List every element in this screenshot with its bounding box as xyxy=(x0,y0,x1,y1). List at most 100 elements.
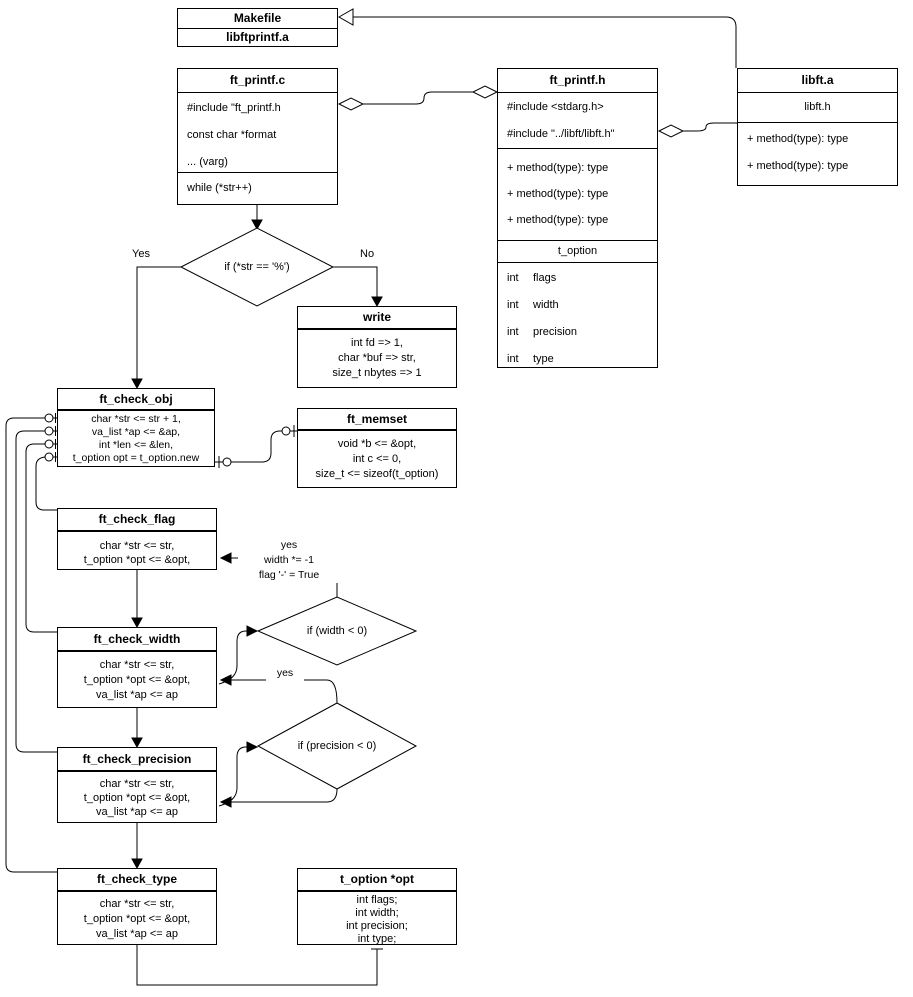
wire-printfc-to-printfh xyxy=(363,92,473,104)
width-loop-label: yes width *= -1 flag '-' = True xyxy=(238,538,340,583)
attr-line: const char *format xyxy=(187,129,277,141)
socket-connector-icon xyxy=(45,440,53,448)
arg-line: t_option *opt <= &opt, xyxy=(83,913,191,925)
arrowhead-icon xyxy=(132,859,142,868)
yes-branch-label: Yes xyxy=(130,248,152,260)
libft-a-title: libft.a xyxy=(738,69,897,93)
field-type: int xyxy=(507,353,519,365)
decision-percent-label: if (*str == '%') xyxy=(224,261,290,273)
field-line: int type; xyxy=(357,933,397,945)
node-write[interactable]: write int fd => 1, char *buf => str, siz… xyxy=(297,306,457,388)
socket-connector-icon xyxy=(45,427,53,435)
loop-line: while (*str++) xyxy=(187,182,252,194)
socket-connector-icon xyxy=(45,453,53,461)
arg-line: char *str <= str, xyxy=(99,659,175,671)
aggregation-diamond-icon xyxy=(473,86,497,98)
arg-line: t_option opt = t_option.new xyxy=(72,452,200,464)
write-title: write xyxy=(298,307,456,330)
node-t-option-opt[interactable]: t_option *opt int flags; int width; int … xyxy=(297,868,457,945)
ft-printf-h-title: ft_printf.h xyxy=(498,69,657,93)
arg-line: va_list *ap <= ap xyxy=(96,689,178,701)
arg-line: t_option *opt <= &opt, xyxy=(83,674,191,686)
socket-connector-icon xyxy=(45,414,53,422)
call-wire-check-type xyxy=(6,418,57,872)
t-option-opt-title: t_option *opt xyxy=(298,869,456,892)
wire-to-makefile xyxy=(353,17,736,68)
struct-field: int flags xyxy=(507,265,648,292)
makefile-artifact: libftprintf.a xyxy=(226,30,289,45)
node-ft-printf-h[interactable]: ft_printf.h #include <stdarg.h> #include… xyxy=(497,68,658,368)
attr-line: ... (varg) xyxy=(187,156,228,168)
field-type: int xyxy=(507,272,519,284)
wire-width-decision-entry xyxy=(219,631,249,684)
node-ft-check-type[interactable]: ft_check_type char *str <= str, t_option… xyxy=(57,868,217,945)
node-ft-check-flag[interactable]: ft_check_flag char *str <= str, t_option… xyxy=(57,508,217,570)
node-ft-printf-c[interactable]: ft_printf.c #include "ft_printf.h const … xyxy=(177,68,338,205)
arg-line: t_option *opt <= &opt, xyxy=(83,792,191,804)
method-line: + method(type): type xyxy=(747,133,849,145)
hollow-triangle-arrow-icon xyxy=(339,9,353,25)
field-name: type xyxy=(533,353,554,365)
method-line: + method(type): type xyxy=(507,214,609,226)
makefile-title: Makefile xyxy=(178,9,337,29)
arrowhead-icon xyxy=(221,675,231,685)
libft-header-file: libft.h xyxy=(738,93,897,123)
arg-line: char *str <= str + 1, xyxy=(91,413,181,425)
arg-line: va_list *ap <= ap xyxy=(96,806,178,818)
field-line: int precision; xyxy=(346,920,408,932)
socket-connector-icon xyxy=(223,458,231,466)
ft-memset-title: ft_memset xyxy=(298,409,456,431)
arg-line: char *str <= str, xyxy=(99,898,175,910)
decision-precision-shape[interactable] xyxy=(258,703,416,789)
ft-printf-c-title: ft_printf.c xyxy=(178,69,337,93)
arrowhead-icon xyxy=(132,618,142,627)
struct-field: int precision xyxy=(507,319,648,346)
struct-field: int type xyxy=(507,346,648,373)
arg-line: size_t <= sizeof(t_option) xyxy=(315,468,439,480)
struct-name: t_option xyxy=(498,241,657,263)
method-line: + method(type): type xyxy=(747,160,849,172)
method-line: + method(type): type xyxy=(507,162,609,174)
arg-line: char *str <= str, xyxy=(99,778,175,790)
arg-line: va_list *ap <= &ap, xyxy=(91,426,181,438)
ft-check-precision-title: ft_check_precision xyxy=(58,748,216,772)
node-ft-check-obj[interactable]: ft_check_obj char *str <= str + 1, va_li… xyxy=(57,388,215,467)
wire-precision-loop xyxy=(229,789,337,802)
wire-yes-branch xyxy=(137,267,181,380)
decision-width-label: if (width < 0) xyxy=(306,625,368,637)
node-ft-check-width[interactable]: ft_check_width char *str <= str, t_optio… xyxy=(57,627,217,708)
arg-line: void *b <= &opt, xyxy=(337,438,417,450)
node-makefile[interactable]: Makefile libftprintf.a xyxy=(177,8,338,47)
node-ft-check-precision[interactable]: ft_check_precision char *str <= str, t_o… xyxy=(57,747,217,823)
width-loop-label-line: width *= -1 xyxy=(264,554,314,566)
field-name: precision xyxy=(533,326,578,338)
wire-printfh-to-libft xyxy=(683,123,737,131)
arrowhead-icon xyxy=(221,797,231,807)
decision-precision-label: if (precision < 0) xyxy=(297,740,377,752)
aggregation-diamond-icon xyxy=(339,98,363,110)
arrowhead-icon xyxy=(132,379,142,388)
include-line: #include "../libft/libft.h" xyxy=(507,128,615,140)
ft-check-type-title: ft_check_type xyxy=(58,869,216,892)
wire-precision-decision-entry xyxy=(219,747,249,806)
attr-line: #include "ft_printf.h xyxy=(187,102,281,114)
no-branch-label: No xyxy=(358,248,377,260)
arg-line: char *str <= str, xyxy=(99,540,175,552)
arg-line: t_option *opt <= &opt, xyxy=(83,554,191,566)
field-name: flags xyxy=(533,272,557,284)
arrowhead-icon xyxy=(372,297,382,306)
arg-line: int fd => 1, xyxy=(351,337,403,349)
call-wire-check-precision xyxy=(16,431,57,752)
arrowhead-icon xyxy=(247,626,257,636)
field-line: int width; xyxy=(355,907,399,919)
wire-precision-yes-loop xyxy=(229,680,337,703)
arrowhead-icon xyxy=(247,742,257,752)
field-type: int xyxy=(507,326,519,338)
call-wire-check-flag xyxy=(36,457,57,510)
decision-width-shape[interactable] xyxy=(258,597,416,665)
node-ft-memset[interactable]: ft_memset void *b <= &opt, int c <= 0, s… xyxy=(297,408,457,488)
node-libft-a[interactable]: libft.a libft.h + method(type): type + m… xyxy=(737,68,898,186)
wire-no-branch xyxy=(333,267,377,298)
aggregation-diamond-icon xyxy=(659,125,683,137)
